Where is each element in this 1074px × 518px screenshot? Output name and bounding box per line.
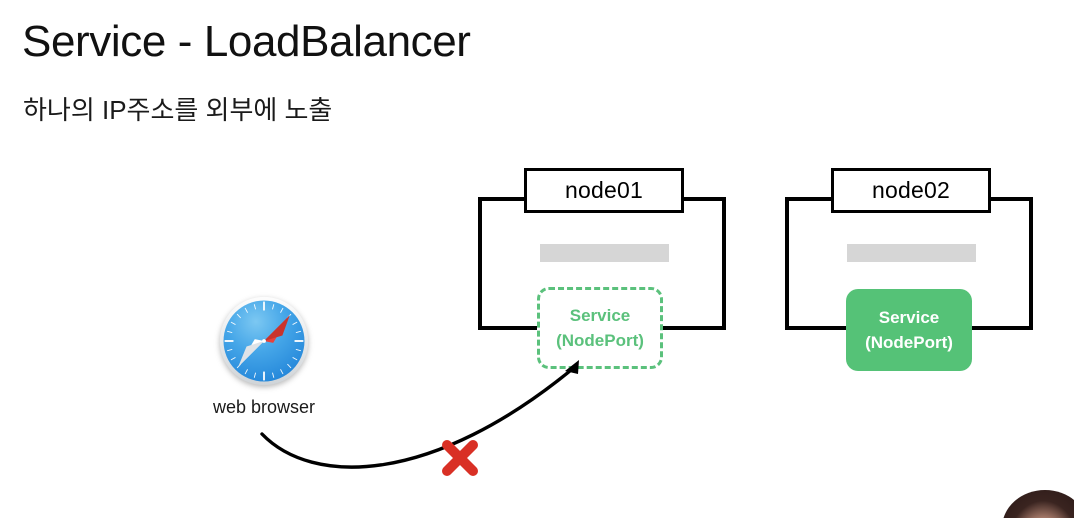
page-title: Service - LoadBalancer: [22, 17, 471, 66]
blocked-cross-mark: [442, 440, 478, 476]
node-label-plate: node02: [831, 168, 991, 213]
placeholder-bar: [540, 244, 669, 262]
page-subtitle: 하나의 IP주소를 외부에 노출: [23, 95, 333, 125]
service-chip-line-1: Service: [569, 306, 631, 325]
node-group-node02: node02 Service (NodePort): [781, 168, 1037, 371]
service-chip-line-2: (NodePort): [556, 331, 644, 350]
web-browser-node: web browser: [200, 295, 328, 418]
placeholder-bar: [847, 244, 976, 262]
presenter-head: [1002, 490, 1074, 518]
node-label-plate: node01: [524, 168, 684, 213]
node-label: node01: [565, 177, 643, 203]
node-group-node01: node01 Service (NodePort): [474, 168, 730, 369]
service-nodeport-chip-node02[interactable]: Service (NodePort): [846, 289, 972, 371]
web-browser-label: web browser: [212, 397, 316, 417]
service-chip-line-2: (NodePort): [865, 333, 953, 352]
presenter-webcam-thumbnail: [978, 474, 1074, 518]
node-label: node02: [872, 177, 950, 203]
service-nodeport-chip-node01[interactable]: Service (NodePort): [537, 287, 663, 369]
service-chip-line-1: Service: [878, 308, 940, 327]
safari-compass-icon: [219, 296, 309, 386]
